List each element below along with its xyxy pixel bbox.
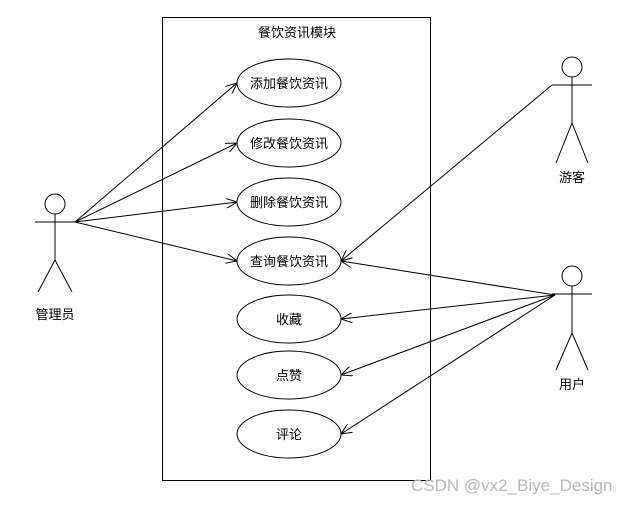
association-user-like <box>341 294 556 375</box>
use-case-label: 删除餐饮资讯 <box>250 195 328 211</box>
use-case-like[interactable]: 点赞 <box>236 350 342 400</box>
use-case-edit[interactable]: 修改餐饮资讯 <box>236 118 342 168</box>
association-admin-add <box>74 83 237 223</box>
association-admin-query <box>74 221 237 261</box>
system-title: 餐饮资讯模块 <box>258 25 336 41</box>
association-admin-edit <box>74 143 237 223</box>
use-case-label: 修改餐饮资讯 <box>250 136 328 152</box>
actor-head-icon <box>561 56 583 78</box>
association-user-favorite <box>341 294 556 319</box>
actor-admin[interactable] <box>35 193 75 293</box>
system-boundary <box>162 17 431 481</box>
actor-head-icon <box>44 193 66 215</box>
association-visitor-query <box>341 84 553 261</box>
actor-visitor[interactable] <box>552 56 592 164</box>
use-case-label: 添加餐饮资讯 <box>250 76 328 92</box>
association-user-comment <box>341 294 556 434</box>
use-case-label: 评论 <box>276 428 302 443</box>
actor-label-admin: 管理员 <box>35 308 74 323</box>
use-case-label: 点赞 <box>276 369 302 384</box>
use-case-label: 查询餐饮资讯 <box>250 254 328 270</box>
use-case-delete[interactable]: 删除餐饮资讯 <box>236 177 342 227</box>
actor-head-icon <box>561 265 583 287</box>
actor-label-visitor: 游客 <box>559 170 585 186</box>
watermark: CSDN @vx2_Biye_Design <box>411 476 613 495</box>
actor-user[interactable] <box>552 265 592 371</box>
actor-label-user: 用户 <box>559 377 585 393</box>
use-case-query[interactable]: 查询餐饮资讯 <box>236 236 342 286</box>
use-case-comment[interactable]: 评论 <box>236 409 342 459</box>
use-case-add[interactable]: 添加餐饮资讯 <box>236 58 342 108</box>
use-case-favorite[interactable]: 收藏 <box>236 294 342 344</box>
association-admin-delete <box>74 202 237 223</box>
associations <box>74 83 556 434</box>
association-user-query <box>341 261 556 296</box>
use-case-label: 收藏 <box>276 313 302 328</box>
